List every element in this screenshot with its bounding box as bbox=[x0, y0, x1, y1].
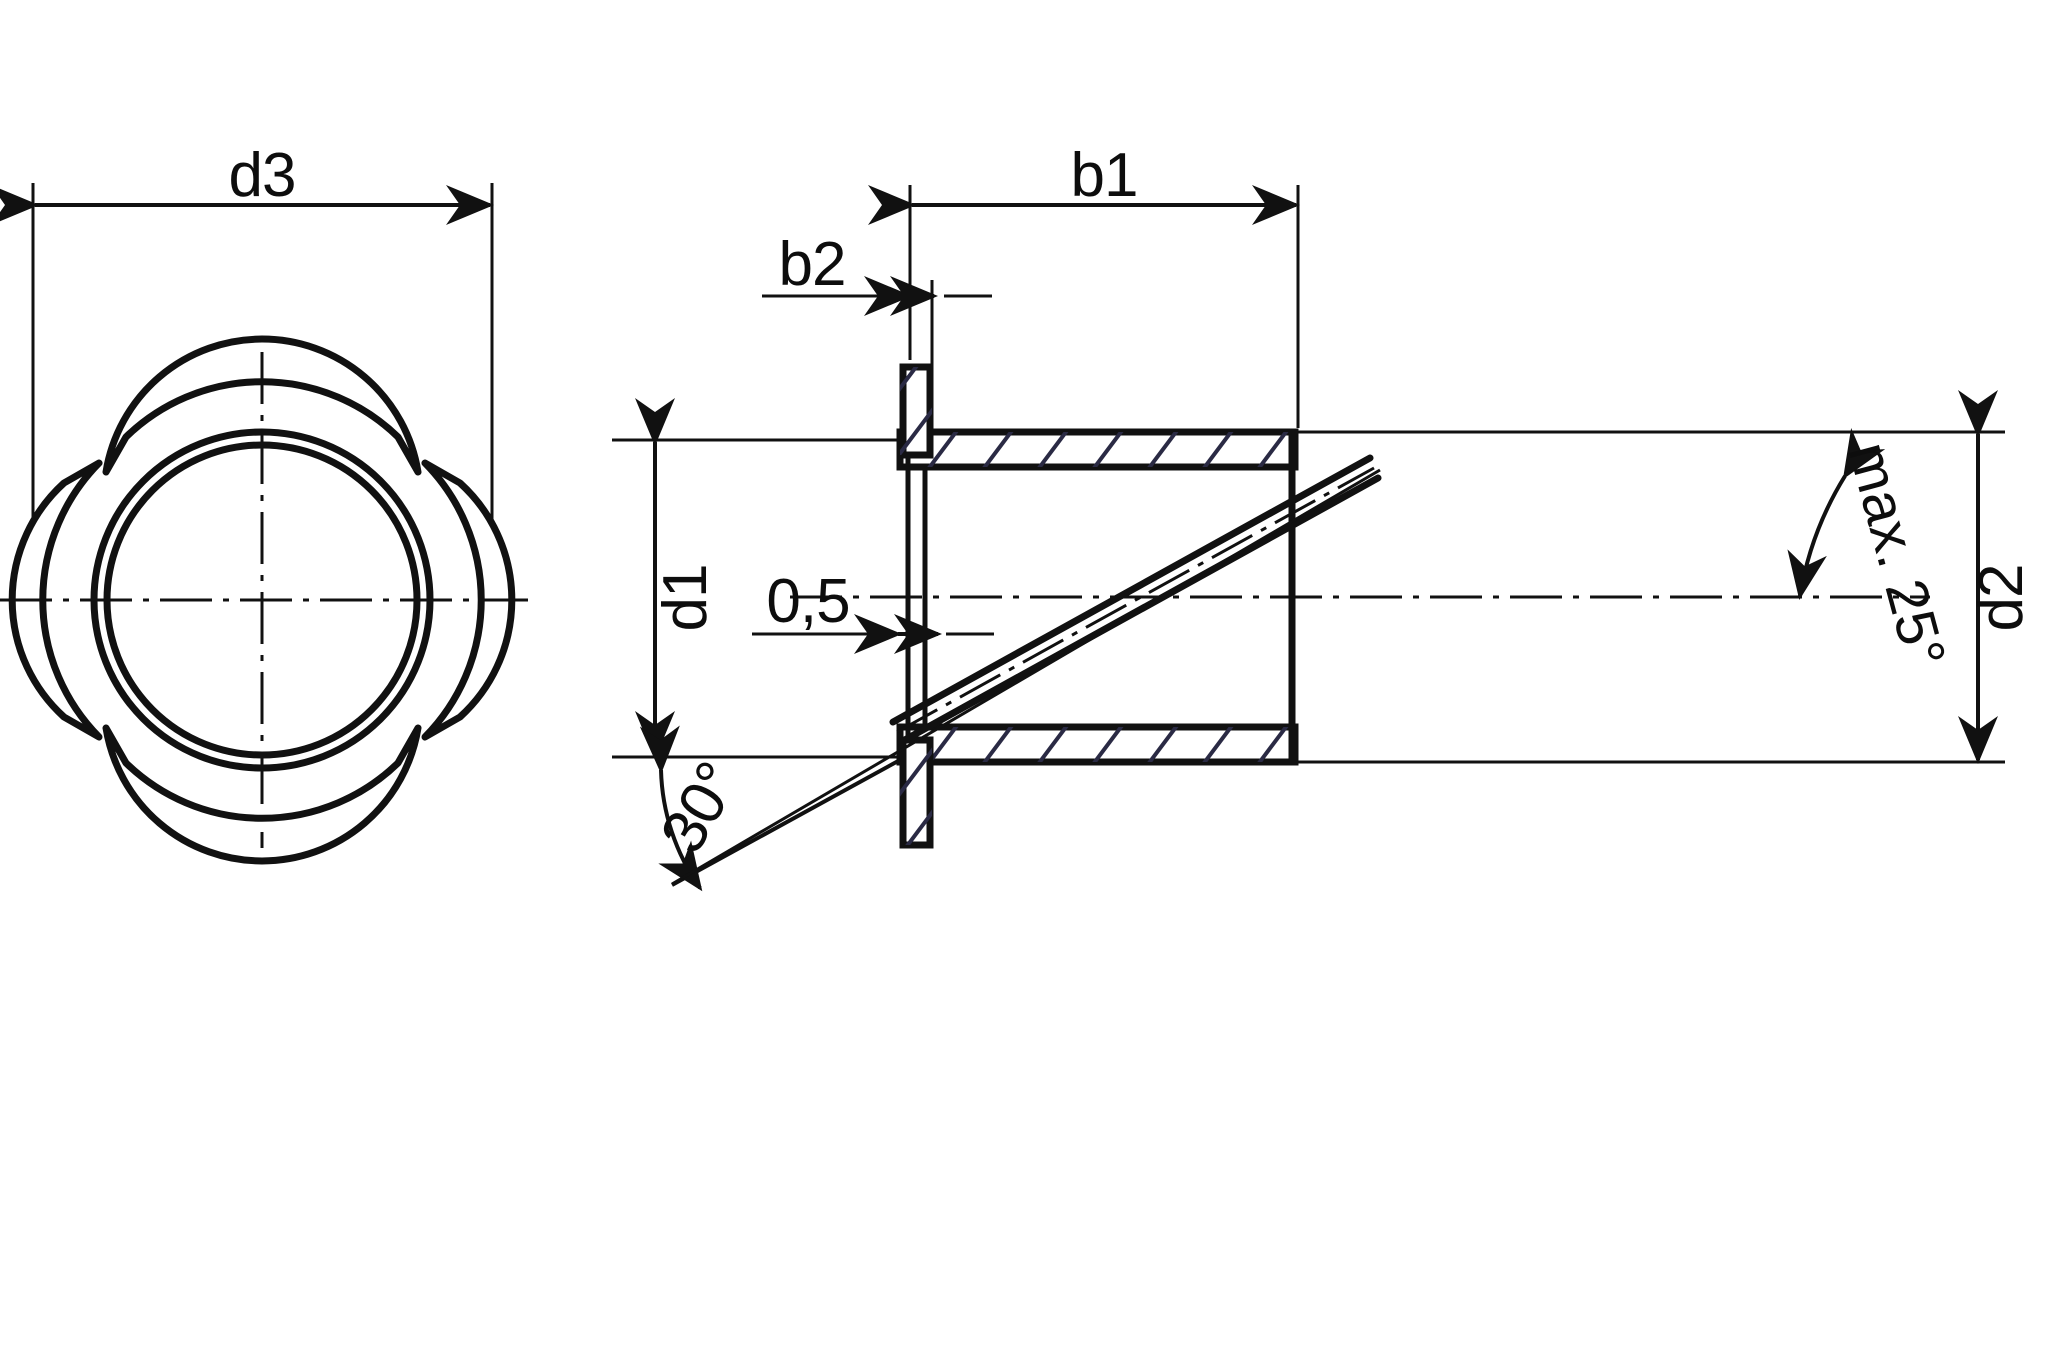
flange-upper-hatch bbox=[900, 367, 932, 455]
flange-lobe-left bbox=[8, 459, 103, 741]
top-wall-hatch bbox=[918, 432, 1295, 467]
top-wall bbox=[896, 428, 1299, 471]
front-view bbox=[0, 183, 528, 865]
label-d1: d1 bbox=[651, 565, 720, 632]
bottom-wall bbox=[896, 723, 1299, 766]
angle-30-leader bbox=[671, 468, 1381, 886]
angle-30-arc bbox=[639, 725, 703, 892]
label-b1: b1 bbox=[1071, 141, 1138, 210]
label-chamfer: 0,5 bbox=[766, 567, 849, 636]
flange-upper bbox=[899, 363, 934, 459]
section-view bbox=[612, 185, 2005, 892]
angle-25-arc bbox=[1787, 428, 1886, 600]
tilted-shaft bbox=[889, 454, 1382, 746]
label-d3: d3 bbox=[229, 141, 296, 210]
label-d2: d2 bbox=[1967, 565, 2036, 632]
flange-lobe-top bbox=[102, 335, 422, 476]
angle-30-reference-line bbox=[671, 758, 901, 887]
label-angle-max-25: max. 25° bbox=[1836, 436, 1958, 675]
flange-lobe-bottom bbox=[102, 724, 422, 865]
flange-lower-hatch bbox=[900, 740, 932, 845]
label-b2: b2 bbox=[779, 230, 846, 299]
flange-lobe-right bbox=[421, 459, 516, 741]
flange-lower bbox=[899, 736, 934, 849]
bottom-wall-hatch bbox=[918, 727, 1295, 762]
